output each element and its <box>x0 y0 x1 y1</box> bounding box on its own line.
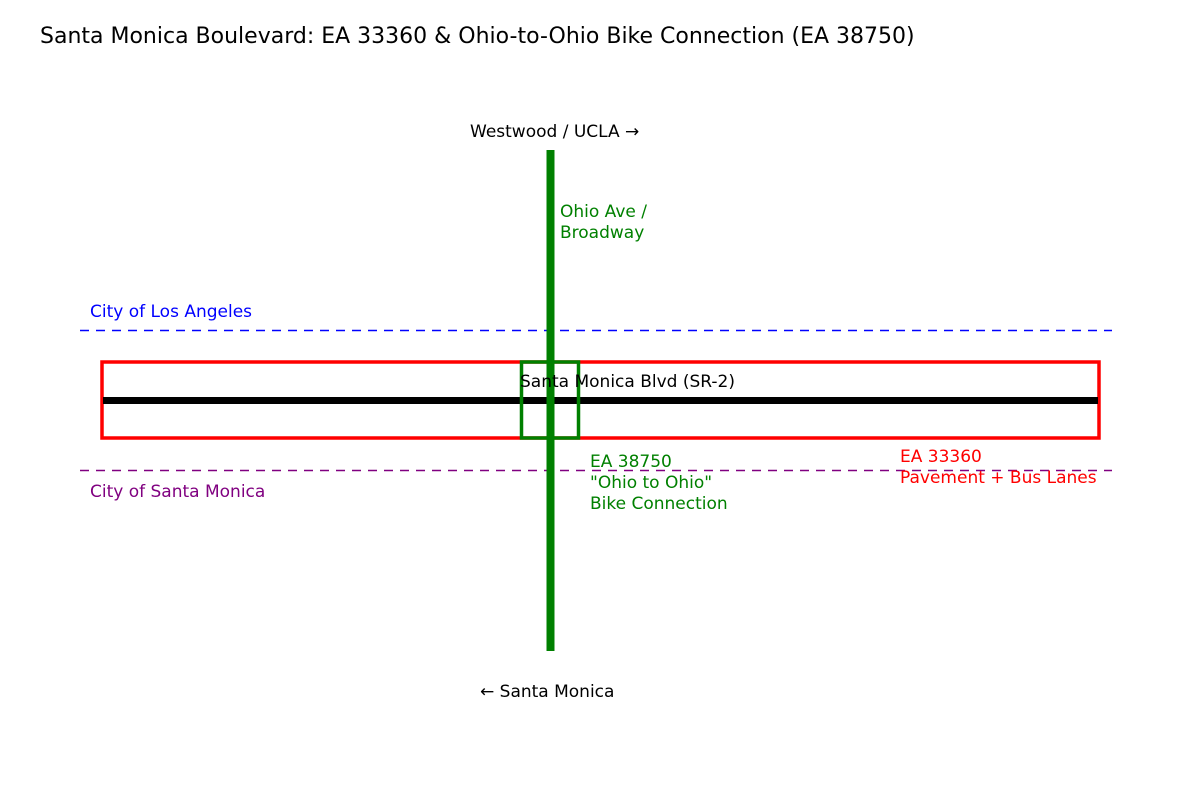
sm-boundary-label: City of Santa Monica <box>90 482 265 502</box>
north-direction-label: Westwood / UCLA → <box>470 122 639 142</box>
south-direction-label: ← Santa Monica <box>480 682 614 702</box>
ea-33360-project-area <box>100 360 1101 440</box>
diagram-title: Santa Monica Boulevard: EA 33360 & Ohio-… <box>40 24 915 49</box>
la-boundary-label: City of Los Angeles <box>90 302 252 322</box>
bike-project-label-line1: EA 38750 <box>590 452 672 472</box>
bike-project-label-line2: "Ohio to Ohio" <box>590 473 712 493</box>
road-label: Santa Monica Blvd (SR-2) <box>520 372 735 392</box>
cross-street-label-line1: Ohio Ave / <box>560 202 647 222</box>
bike-project-label-line3: Bike Connection <box>590 494 728 514</box>
pavement-project-label-line2: Pavement + Bus Lanes <box>900 468 1097 488</box>
cross-street-label-line2: Broadway <box>560 223 644 243</box>
pavement-project-label-line1: EA 33360 <box>900 447 982 467</box>
ea-38750-project-area <box>519 360 581 440</box>
